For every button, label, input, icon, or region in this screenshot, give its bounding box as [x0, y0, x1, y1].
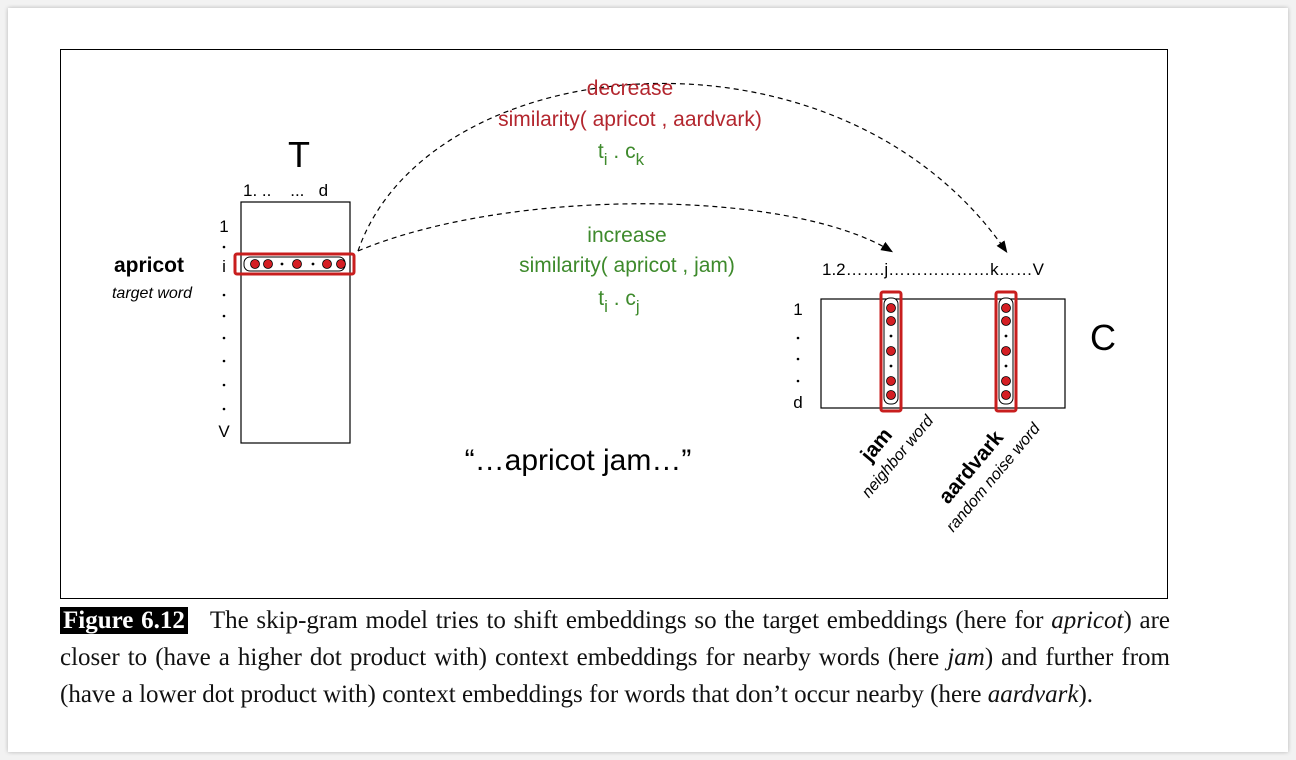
matrix-t-row-last: V	[218, 422, 230, 441]
matrix-c-row-dots	[796, 336, 800, 383]
decrease-arrow	[357, 82, 1008, 253]
decrease-dot-product: ti . ck	[598, 140, 645, 169]
caption-text-3: ) and further from (have a lower dot pro…	[60, 644, 1170, 708]
decrease-label: decrease	[587, 77, 673, 100]
skipgram-diagram: decrease similarity( apricot , aardvark)…	[112, 77, 1116, 536]
matrix-t-row-dots-lower	[222, 293, 226, 411]
matrix-c-col-ticks: 1.2…….j………………k……V	[822, 260, 1045, 279]
decrease-similarity: similarity( apricot , aardvark)	[498, 108, 762, 131]
caption-word-jam: jam	[947, 644, 985, 671]
caption-text-2: ) are closer to (have a higher dot produ…	[60, 607, 1171, 671]
page: decrease similarity( apricot , aardvark)…	[8, 8, 1288, 752]
matrix-c-label: C	[1090, 317, 1116, 358]
matrix-c	[820, 298, 1066, 409]
caption-word-aardvark: aardvark	[987, 681, 1079, 708]
increase-similarity: similarity( apricot , jam)	[519, 254, 735, 277]
matrix-t-row-i: i	[222, 257, 226, 276]
caption-text-4: ).	[1078, 681, 1094, 708]
increase-label: increase	[587, 224, 666, 247]
target-word: apricot	[114, 254, 184, 277]
matrix-c-row-first: 1	[793, 300, 802, 319]
figure-label: Figure 6.12	[60, 607, 188, 634]
matrix-t-row-first: 1	[219, 217, 228, 236]
matrix-t-row-dots-upper	[222, 245, 226, 249]
caption-text-1: The skip-gram model tries to shift embed…	[209, 607, 1052, 634]
neighbor-embedding-column	[879, 290, 903, 413]
increase-arrow	[357, 203, 894, 253]
target-word-role: target word	[112, 285, 193, 302]
figure-caption: Figure 6.12 The skip-gram model tries to …	[60, 602, 1170, 713]
noise-word-label: aardvark random noise word	[934, 419, 1044, 535]
caption-word-apricot: apricot	[1051, 607, 1124, 634]
context-quote: “…apricot jam…”	[465, 444, 692, 477]
target-embedding-row	[233, 252, 356, 276]
figure-frame	[60, 49, 1168, 599]
matrix-t-label: T	[288, 134, 310, 175]
matrix-c-row-last: d	[793, 393, 802, 412]
noise-embedding-column	[994, 290, 1018, 413]
matrix-t-col-ticks: 1. .. ... d	[243, 181, 328, 200]
matrix-t	[240, 201, 351, 444]
increase-dot-product: ti . cj	[598, 287, 639, 316]
